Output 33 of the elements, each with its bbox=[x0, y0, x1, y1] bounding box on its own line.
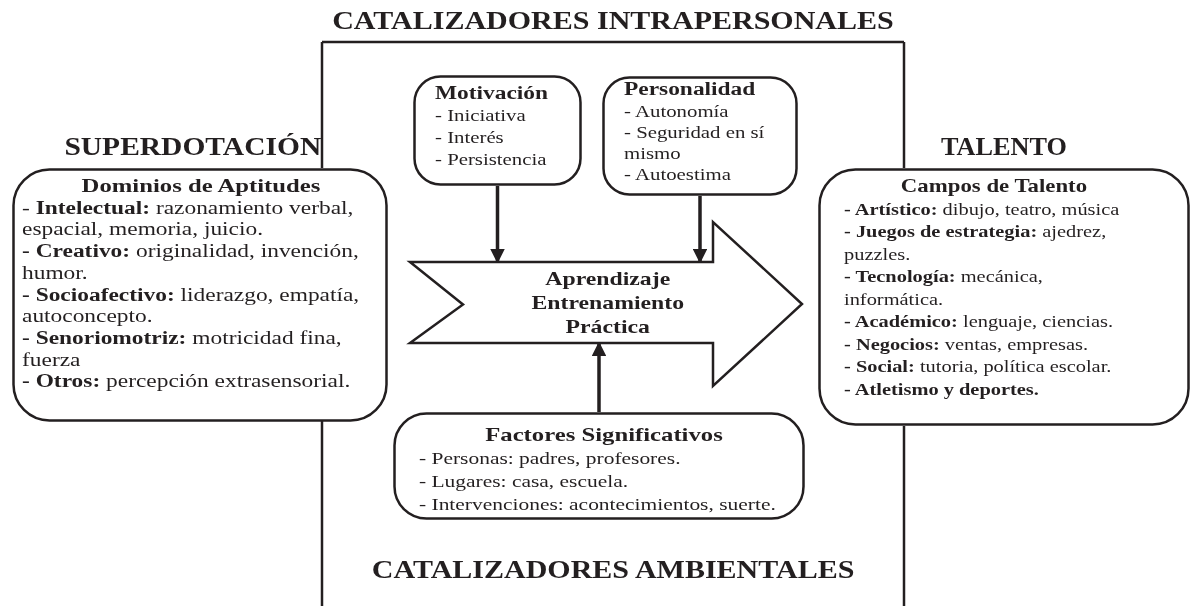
list-item: - Intelectual: razonamiento verbal, espacial, memoria, juicio. bbox=[22, 197, 355, 242]
rounded-box bbox=[413, 75, 582, 186]
section-title: TALENTO bbox=[941, 132, 1067, 162]
list-item: - Atletismo y deportes. bbox=[844, 378, 1039, 401]
list-item: - Autoestima bbox=[624, 165, 731, 185]
list-item: - Académico: lenguaje, ciencias. bbox=[844, 311, 1114, 333]
list-item: - Otros: percepción extrasensorial. bbox=[22, 371, 351, 394]
section-title: CATALIZADORES AMBIENTALES bbox=[371, 555, 855, 585]
box-heading: Personalidad bbox=[624, 78, 756, 101]
section-title: SUPERDOTACIÓN bbox=[64, 132, 322, 162]
list-item: - Negocios: ventas, empresas. bbox=[844, 333, 1089, 356]
list-item: - Autonomía bbox=[624, 102, 729, 122]
list-item: - Intervenciones: acontecimientos, suerte. bbox=[419, 494, 776, 516]
rounded-box bbox=[393, 412, 805, 520]
box-heading: Motivación bbox=[435, 82, 549, 105]
list-item: - Artístico: dibujo, teatro, música bbox=[844, 198, 1120, 221]
list-item: - Tecnología: mecánica, informática. bbox=[844, 266, 1044, 311]
list-item: - Personas: padres, profesores. bbox=[419, 448, 681, 470]
list-item: - Persistencia bbox=[435, 150, 547, 170]
list-item: - Interés bbox=[435, 128, 504, 148]
list-item: - Socioafectivo: liderazgo, empatía, autoconcepto. bbox=[22, 284, 361, 328]
rounded-box bbox=[602, 76, 798, 196]
section-title: CATALIZADORES INTRAPERSONALES bbox=[332, 6, 894, 36]
list-item: - Iniciativa bbox=[435, 106, 526, 126]
box-heading: Factores Significativos bbox=[485, 423, 723, 447]
box-heading: Campos de Talento bbox=[900, 174, 1088, 198]
list-item: - Creativo: originalidad, invención, humor. bbox=[22, 241, 360, 285]
rounded-box bbox=[12, 132, 388, 422]
list-item: - Juegos de estrategia: ajedrez, puzzles. bbox=[844, 221, 1108, 266]
list-item: - Lugares: casa, escuela. bbox=[419, 471, 629, 493]
list-item: - Social: tutoria, política escolar. bbox=[844, 356, 1112, 378]
list-item: - Seguridad en sí mismo bbox=[624, 123, 766, 164]
box-heading: Dominios de Aptitudes bbox=[81, 174, 321, 198]
